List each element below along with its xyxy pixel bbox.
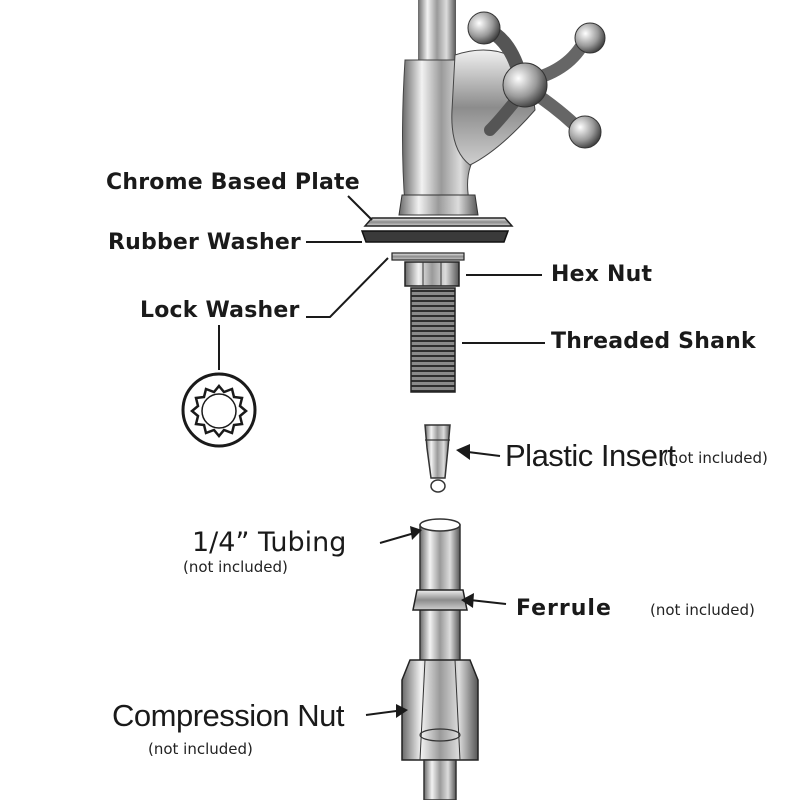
- hex-nut-shape: [404, 261, 460, 287]
- label-rubber-washer: Rubber Washer: [108, 230, 301, 255]
- note-tubing: (not included): [183, 558, 288, 576]
- label-hex-nut: Hex Nut: [551, 262, 653, 287]
- rubber-washer-shape: [360, 230, 510, 243]
- lock-washer-shape: [391, 252, 465, 261]
- label-threaded-shank: Threaded Shank: [551, 329, 756, 354]
- label-compression-nut: Compression Nut: [112, 698, 344, 733]
- label-plastic-insert: Plastic Insert: [505, 438, 676, 473]
- threaded-shank-shape: [410, 287, 456, 393]
- label-lock-washer: Lock Washer: [140, 298, 300, 323]
- leader-lines: [218, 195, 545, 716]
- cross-handle: [467, 11, 606, 149]
- lock-washer-detail: [181, 372, 257, 448]
- tubing-assembly: [401, 518, 479, 800]
- label-tubing: 1/4” Tubing: [192, 527, 347, 558]
- leader-arrowheads: [396, 444, 474, 718]
- chrome-plate: [363, 217, 514, 227]
- label-chrome-based-plate: Chrome Based Plate: [106, 170, 360, 195]
- note-ferrule: (not included): [650, 601, 755, 619]
- note-compression-nut: (not included): [148, 740, 253, 758]
- label-ferrule: Ferrule: [516, 596, 612, 621]
- note-plastic-insert: (not included): [663, 449, 768, 467]
- plastic-insert-shape: [424, 424, 451, 493]
